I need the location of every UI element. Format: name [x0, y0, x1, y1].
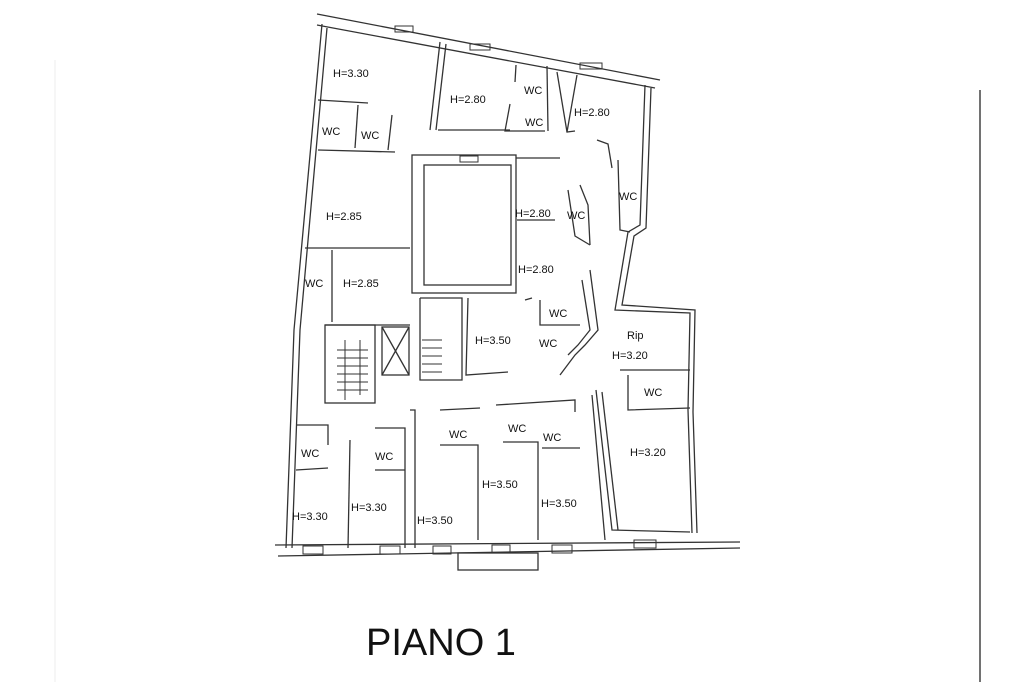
windows — [302, 25, 657, 555]
room-label: H=3.20 — [612, 350, 648, 362]
room-label: H=2.80 — [574, 107, 610, 119]
room-label: WC — [301, 448, 319, 460]
room-label: WC — [449, 429, 467, 441]
room-label: WC — [543, 432, 561, 444]
room-label: WC — [539, 338, 557, 350]
room-label: WC — [525, 117, 543, 129]
room-label: WC — [508, 423, 526, 435]
room-label: WC — [619, 191, 637, 203]
room-label: H=3.50 — [482, 479, 518, 491]
room-label: H=2.80 — [450, 94, 486, 106]
room-label: H=2.85 — [326, 211, 362, 223]
room-label: Rip — [627, 330, 644, 342]
room-label: WC — [322, 126, 340, 138]
room-label: WC — [524, 85, 542, 97]
room-label: H=3.30 — [292, 511, 328, 523]
room-label: H=2.80 — [515, 208, 551, 220]
room-label: WC — [375, 451, 393, 463]
room-label: H=3.50 — [475, 335, 511, 347]
room-label: H=2.80 — [518, 264, 554, 276]
room-label: WC — [361, 130, 379, 142]
room-label: H=3.50 — [417, 515, 453, 527]
room-label: H=3.30 — [351, 502, 387, 514]
room-label: WC — [567, 210, 585, 222]
room-label: WC — [305, 278, 323, 290]
room-label: H=2.85 — [343, 278, 379, 290]
room-label: WC — [549, 308, 567, 320]
floor-title: PIANO 1 — [366, 622, 516, 664]
room-label: H=3.50 — [541, 498, 577, 510]
room-label: H=3.30 — [333, 68, 369, 80]
room-label: WC — [644, 387, 662, 399]
room-label: H=3.20 — [630, 447, 666, 459]
walls — [274, 13, 741, 571]
room-labels: H=3.30 H=2.80 WC WC H=2.80 WC WC WC H=2.… — [292, 68, 666, 527]
